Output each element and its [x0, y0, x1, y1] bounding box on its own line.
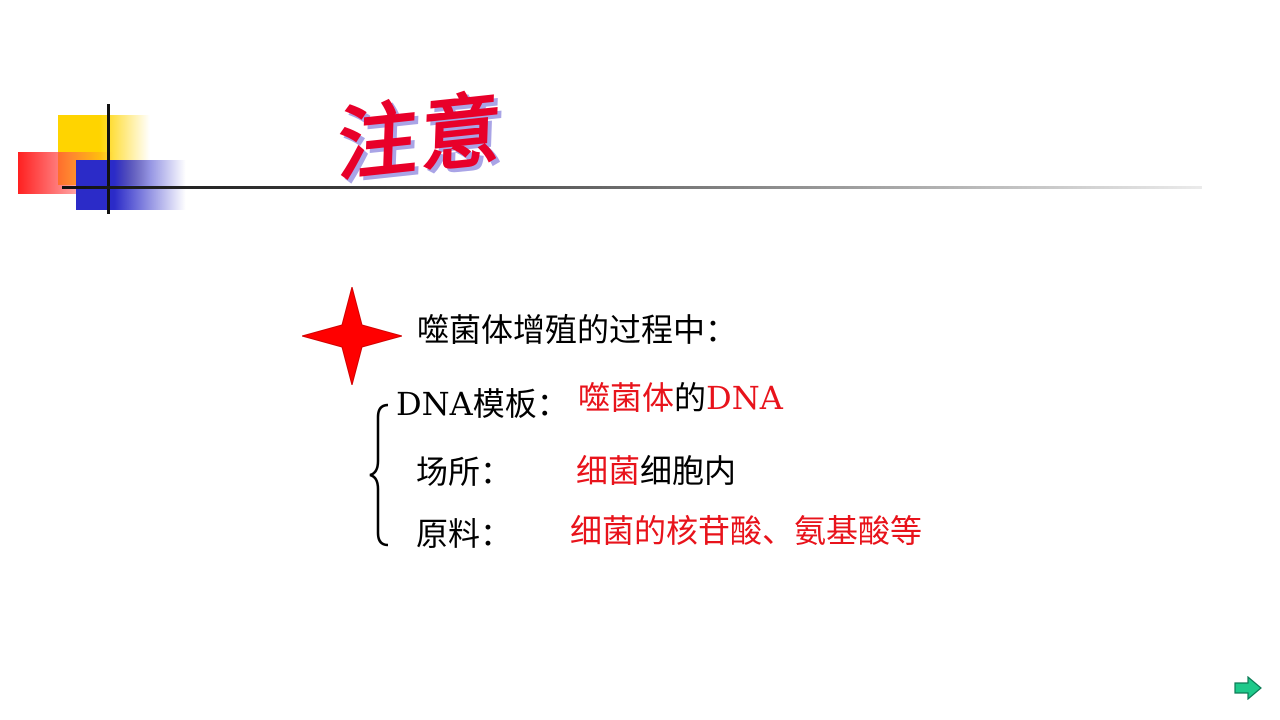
row-site-value-black: 细胞内 — [640, 452, 737, 490]
slide-title: 注意 — [336, 80, 507, 193]
row-site-value: 细菌细胞内 — [576, 455, 736, 487]
right-arrow-icon[interactable] — [1233, 676, 1263, 700]
row-materials-value: 细菌的核苷酸、氨基酸等 — [570, 512, 923, 550]
row-site-value-red: 细菌 — [576, 452, 641, 490]
row-template-value: 噬菌体的DNA — [578, 382, 783, 414]
slide-heading: 噬菌体增殖的过程中： — [417, 311, 738, 349]
row-site-label: 场所： — [416, 453, 513, 491]
row-template-value-red2: DNA — [706, 379, 783, 417]
four-point-star-icon — [302, 287, 402, 385]
row-template-value-black: 的 — [674, 379, 707, 417]
row-template-value-red: 噬菌体 — [578, 379, 675, 417]
row-materials-label: 原料： — [416, 515, 513, 553]
row-template-label: DNA模板： — [396, 385, 569, 423]
left-brace-icon — [369, 403, 389, 547]
decor-vertical-line — [107, 104, 110, 214]
decor-blue-square — [76, 160, 186, 210]
title-underline — [62, 186, 1202, 189]
